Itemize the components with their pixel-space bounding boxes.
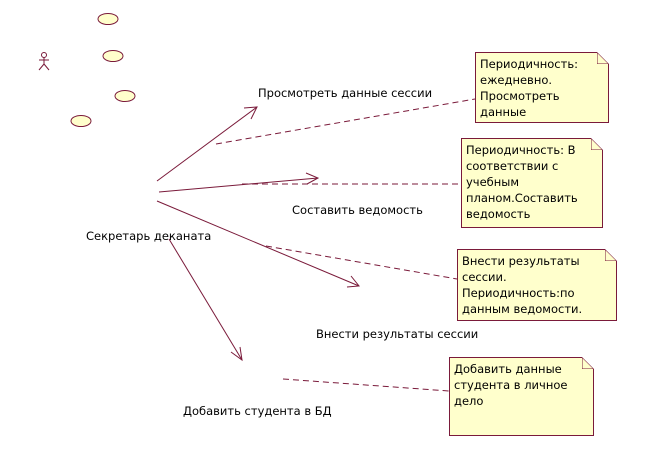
note-2[interactable]: Периодичность: В соответствии с учебным … xyxy=(461,138,603,228)
note-line: Периодичность: xyxy=(480,57,578,71)
note-line: ежедневно. xyxy=(480,73,553,87)
note-line: Добавить данные xyxy=(454,362,562,376)
association-line[interactable] xyxy=(168,238,243,361)
note-line: данным ведомости. xyxy=(462,302,583,316)
note-connector xyxy=(215,98,476,145)
arrowhead xyxy=(230,346,243,362)
note-line: дело xyxy=(454,394,484,408)
arrowhead xyxy=(305,172,320,185)
note-line: планом.Составить xyxy=(466,191,578,205)
association-line[interactable] xyxy=(158,177,319,193)
note-connector xyxy=(282,378,450,392)
association-line[interactable] xyxy=(156,106,258,182)
actor-icon[interactable] xyxy=(38,52,50,71)
note-line: данные xyxy=(480,105,527,119)
arrowhead xyxy=(346,275,360,288)
note-corner-icon xyxy=(591,138,603,150)
note-3[interactable]: Внести результаты сессии. Периодичность:… xyxy=(457,249,617,321)
arrowhead xyxy=(243,106,258,120)
use-case-icon[interactable] xyxy=(102,50,124,62)
note-corner-icon xyxy=(605,249,617,261)
note-corner-icon xyxy=(582,357,594,369)
use-case-label[interactable]: Добавить студента в БД xyxy=(183,404,332,418)
note-line: сессии. xyxy=(462,270,507,284)
note-line: учебным xyxy=(466,175,520,189)
actor-label: Секретарь деканата xyxy=(86,229,212,243)
note-line: Внести результаты xyxy=(462,254,580,268)
note-line: ведомость xyxy=(466,207,531,221)
note-4[interactable]: Добавить данные студента в личное дело xyxy=(449,357,594,436)
note-connector xyxy=(265,245,458,280)
note-line: соответствии с xyxy=(466,159,559,173)
use-case-icon[interactable] xyxy=(114,90,136,102)
note-line: студента в личное xyxy=(454,378,568,392)
note-line: Периодичность: В xyxy=(466,143,576,157)
note-line: Просмотреть xyxy=(480,89,560,103)
association-line[interactable] xyxy=(156,200,360,287)
use-case-icon[interactable] xyxy=(70,115,92,127)
use-case-label[interactable]: Составить ведомость xyxy=(292,203,423,217)
note-1[interactable]: Периодичность: ежедневно. Просмотреть да… xyxy=(475,52,609,123)
use-case-icon[interactable] xyxy=(97,13,119,25)
use-case-label[interactable]: Просмотреть данные сессии xyxy=(258,86,433,100)
use-case-label[interactable]: Внести результаты сессии xyxy=(316,327,479,341)
note-line: Периодичность:по xyxy=(462,286,575,300)
note-corner-icon xyxy=(597,52,609,64)
